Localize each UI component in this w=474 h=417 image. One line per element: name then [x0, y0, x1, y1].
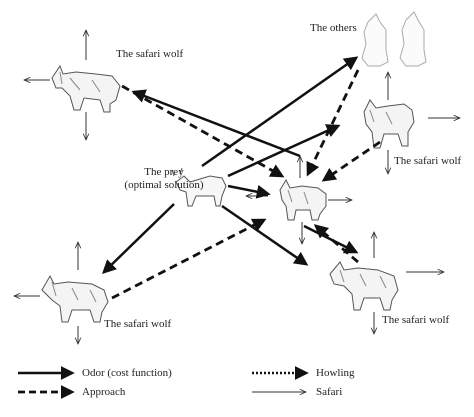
legend-approach-label: Approach — [82, 386, 126, 398]
others-wolves-sketch — [361, 11, 427, 67]
label-wolf-right: The safari wolf — [394, 155, 462, 167]
label-prey-line1: The prey — [144, 166, 184, 178]
label-wolf-bottom-left: The safari wolf — [104, 318, 172, 330]
label-wolf-top-left: The safari wolf — [116, 48, 184, 60]
legend-howling-label: Howling — [316, 367, 355, 379]
odor-arrows — [101, 56, 359, 274]
wolf-top-left-sketch — [51, 64, 121, 113]
wolf-center-sketch — [279, 178, 327, 221]
wolf-bottom-left-sketch — [41, 274, 109, 323]
prey-deer-sketch — [171, 167, 227, 207]
label-prey-line2: (optimal solution) — [124, 179, 204, 191]
label-wolf-bottom-right: The safari wolf — [382, 314, 450, 326]
label-others: The others — [310, 22, 357, 34]
legend-odor-label: Odor (cost function) — [82, 367, 172, 379]
wolf-right-sketch — [363, 99, 415, 149]
legend-safari-label: Safari — [316, 386, 343, 398]
label-prey: The prey (optimal solution) — [114, 166, 214, 192]
wolf-bottom-right-sketch — [329, 261, 399, 311]
approach-arrows — [111, 69, 381, 300]
